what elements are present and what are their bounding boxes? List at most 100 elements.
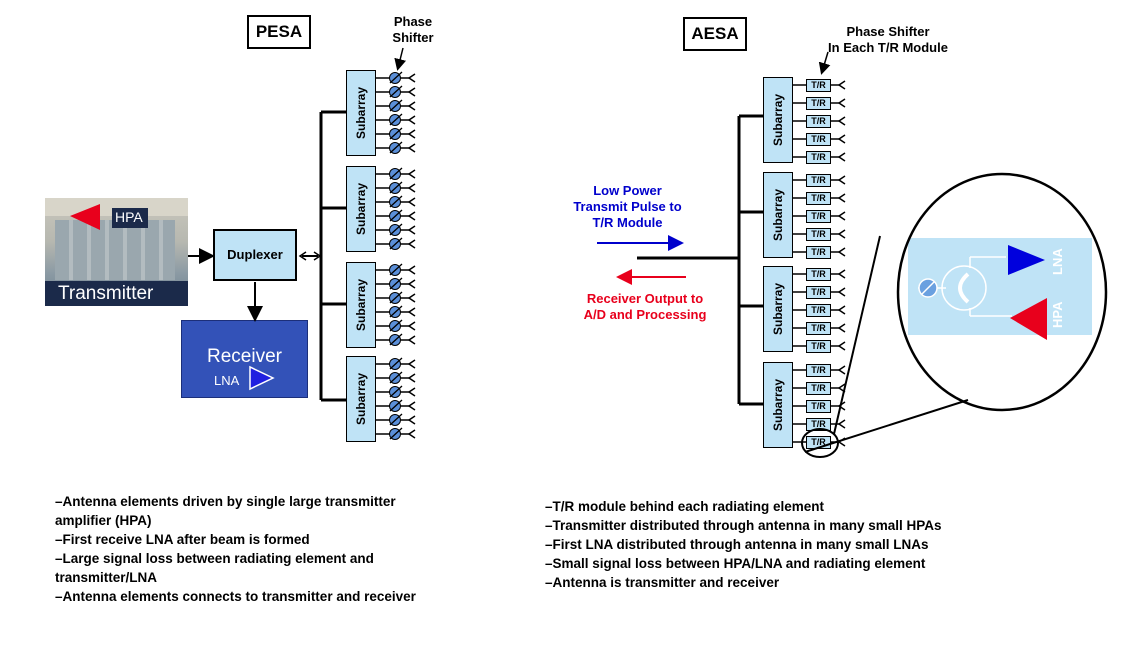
lna-triangle-icon [249,365,275,391]
aesa-bullet-list: –T/R module behind each radiating elemen… [545,497,942,592]
duplexer-box: Duplexer [213,229,297,281]
radiating-element-icon [407,225,416,235]
radiating-element-icon [837,365,846,375]
radiating-element-icon [837,152,846,162]
receiver-lna-label: LNA [214,373,240,388]
aesa-subarray: Subarray [763,266,793,352]
tr-module: T/R [806,79,831,92]
radiating-element-icon [407,101,416,111]
radiating-element-icon [837,229,846,239]
aesa-bullet: –T/R module behind each radiating elemen… [545,499,825,514]
radiating-element-icon [837,211,846,221]
radiating-element-icon [407,401,416,411]
radiating-element-icon [407,335,416,345]
radiating-element-icon [837,116,846,126]
tr-module: T/R [806,174,831,187]
radiating-element-icon [407,415,416,425]
tr-module: T/R [806,418,831,431]
radiating-element-icon [837,247,846,257]
radiating-element-icon [407,169,416,179]
pesa-radiating-elements [376,71,416,440]
pesa-bullet: –First receive LNA after beam is formed [55,532,310,547]
aesa-title: AESA [683,17,747,51]
pesa-subarray: Subarray [346,166,376,252]
radiating-element-icon [407,373,416,383]
radiating-element-icon [837,341,846,351]
receiver-output-label: Receiver Output to A/D and Processing [583,291,707,322]
radiating-element-icon [407,239,416,249]
radiating-element-icon [407,211,416,221]
radiating-element-icon [407,307,416,317]
radiating-element-icon [407,429,416,439]
aesa-subarray: Subarray [763,172,793,258]
tr-module: T/R [806,192,831,205]
zoom-hpa-triangle-icon [1010,298,1047,340]
tr-module: T/R [806,97,831,110]
pesa-subarray: Subarray [346,70,376,156]
hpa-triangle-icon [70,204,100,230]
radiating-element-icon [837,287,846,297]
aesa-bullet: –Transmitter distributed through antenna… [545,518,942,533]
zoom-source-circle [801,428,839,458]
radiating-element-icon [407,143,416,153]
tr-module: T/R [806,340,831,353]
aesa-bullet: –Small signal loss between HPA/LNA and r… [545,556,926,571]
aesa-phase-shifter-label: Phase Shifter In Each T/R Module [828,24,948,55]
tr-module: T/R [806,400,831,413]
tr-module: T/R [806,322,831,335]
radiating-element-icon [407,73,416,83]
radiating-element-icon [837,80,846,90]
transmit-pulse-label: Low Power Transmit Pulse to T/R Module [573,183,682,230]
zoom-circle [896,172,1108,412]
tr-module-detail [918,256,1012,317]
pesa-subarray: Subarray [346,262,376,348]
tr-module: T/R [806,268,831,281]
tr-module: T/R [806,364,831,377]
radiating-element-icon [837,175,846,185]
radiating-element-icon [407,183,416,193]
radiating-element-icon [837,98,846,108]
pesa-subarray: Subarray [346,356,376,442]
tr-module: T/R [806,115,831,128]
transmitter-label-box [45,281,188,306]
radiating-element-icon [407,197,416,207]
radiating-element-icon [837,134,846,144]
radiating-element-icon [837,305,846,315]
aesa-bullet: –First LNA distributed through antenna i… [545,537,929,552]
transmitter-label: Transmitter [58,283,154,304]
radiating-element-icon [837,419,846,429]
radiating-element-icon [837,323,846,333]
hpa-label: HPA [115,209,143,225]
aesa-subarray: Subarray [763,362,793,448]
aesa-bullet: –Antenna is transmitter and receiver [545,575,780,590]
pesa-bullet-list: –Antenna elements driven by single large… [55,492,416,606]
tr-module: T/R [806,210,831,223]
radiating-element-icon [837,269,846,279]
radiating-element-icon [837,193,846,203]
radiating-element-icon [407,279,416,289]
radiating-element-icon [407,359,416,369]
radiating-element-icon [407,265,416,275]
radiating-element-icon [407,387,416,397]
pesa-title: PESA [247,15,311,49]
radiating-element-icon [407,293,416,303]
aesa-phase-shifter-pointer [818,51,831,75]
pesa-bullet: amplifier (HPA) [55,513,152,528]
radiating-element-icon [837,383,846,393]
pesa-phase-shifter-pointer [394,47,407,71]
tr-module: T/R [806,382,831,395]
pesa-bullet: –Large signal loss between radiating ele… [55,551,374,566]
radiating-element-icon [407,321,416,331]
pesa-bullet: –Antenna elements connects to transmitte… [55,589,416,604]
tr-module: T/R [806,246,831,259]
tr-module: T/R [806,228,831,241]
aesa-subarray: Subarray [763,77,793,163]
radiating-element-icon [837,401,846,411]
zoom-panel [908,238,1092,335]
aesa-radiating-elements [793,80,846,447]
hpa-label-box [112,208,148,228]
radiating-element-icon [407,87,416,97]
radiating-element-icon [407,115,416,125]
receiver-box: Receiver LNA [181,320,308,398]
